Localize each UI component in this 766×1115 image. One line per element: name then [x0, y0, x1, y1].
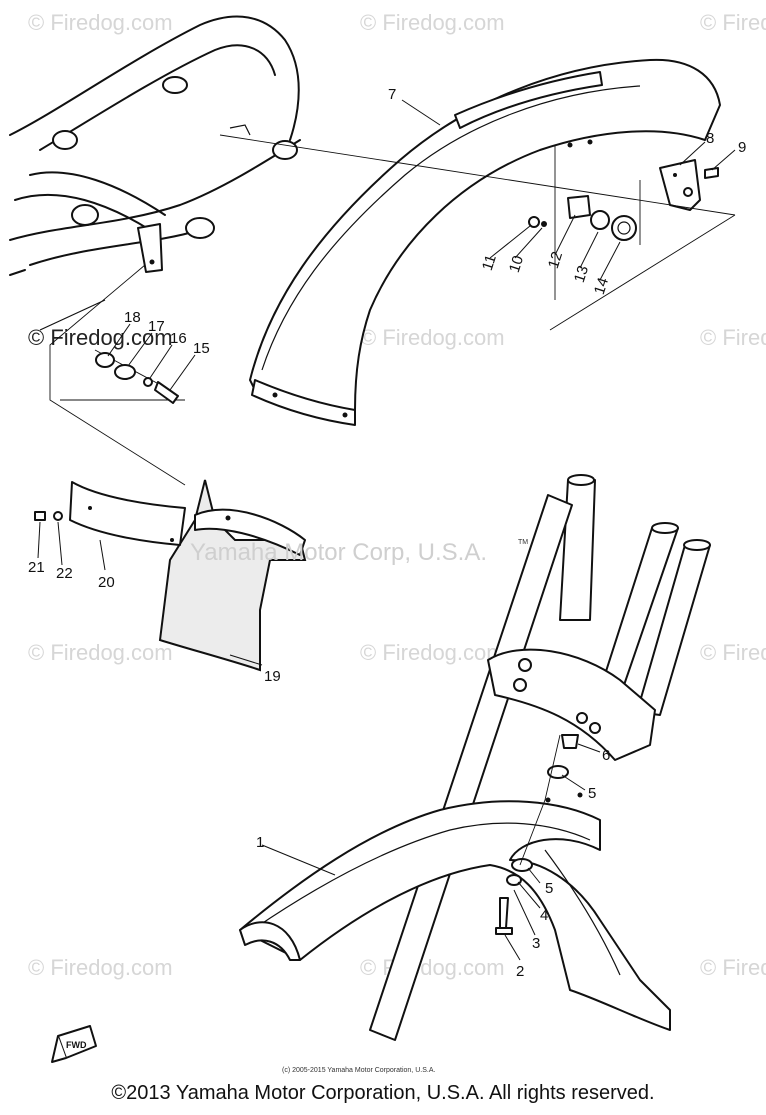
part-label-9: 9: [738, 139, 746, 156]
part-label-20: 20: [98, 574, 115, 591]
tm-mark: TM: [518, 539, 528, 546]
front-fender: [239, 734, 671, 1031]
part-label-6: 6: [602, 747, 610, 764]
part-label-1: 1: [256, 834, 264, 851]
part-label-14: 14: [591, 276, 612, 297]
part-label-16: 16: [170, 330, 187, 347]
watermark: © Firedog.com: [360, 325, 505, 350]
leader-lines: [37, 99, 736, 961]
part-label-11: 11: [479, 253, 500, 273]
copyright-notice: ©2013 Yamaha Motor Corporation, U.S.A. A…: [111, 1082, 655, 1104]
watermark: © Firedog.com: [360, 10, 505, 35]
part-label-7: 7: [388, 86, 396, 103]
mud-flap: [34, 479, 307, 672]
watermark: © Firedog.com: [700, 325, 766, 350]
part-label-19: 19: [264, 668, 281, 685]
rear-fender: [249, 58, 721, 426]
watermark: © Firedog.com: [360, 640, 505, 665]
fwd-label: FWD: [66, 1040, 87, 1050]
part-label-22: 22: [56, 565, 73, 582]
part-label-21: 21: [28, 559, 45, 576]
part-label-5-lower: 5: [545, 880, 553, 897]
part-number-labels: 7 8 9 11 10 12 13 14 18 17 16 15 19 20 2…: [28, 86, 746, 980]
part-label-10: 10: [506, 254, 527, 275]
watermark: © Firedog.com: [700, 640, 766, 665]
small-copyright: (c) 2005-2015 Yamaha Motor Corporation, …: [282, 1067, 435, 1074]
part-label-18: 18: [124, 309, 141, 326]
part-label-15: 15: [193, 340, 210, 357]
yamaha-watermark: Yamaha Motor Corp, U.S.A.: [190, 539, 487, 566]
part-label-13: 13: [571, 264, 592, 285]
frame-bolts: [39, 299, 179, 404]
watermark: © Firedog.com: [700, 955, 766, 980]
part-label-5-upper: 5: [588, 785, 596, 802]
part-label-8: 8: [706, 130, 714, 147]
watermark: © Firedog.com: [28, 10, 173, 35]
part-label-2: 2: [516, 963, 524, 980]
watermark: © Firedog.com: [700, 10, 766, 35]
watermark: © Firedog.com: [28, 640, 173, 665]
fwd-arrow: FWD: [51, 1025, 97, 1063]
part-label-12: 12: [545, 250, 566, 271]
watermark: © Firedog.com: [360, 955, 505, 980]
watermark-layer: © Firedog.com © Firedog.com © Firedog.co…: [28, 10, 766, 980]
frame-section: [9, 15, 301, 276]
part-label-17: 17: [148, 318, 165, 335]
part-label-4: 4: [540, 907, 548, 924]
watermark: © Firedog.com: [28, 955, 173, 980]
part-label-3: 3: [532, 935, 540, 952]
rear-mount-hardware: [528, 159, 719, 241]
